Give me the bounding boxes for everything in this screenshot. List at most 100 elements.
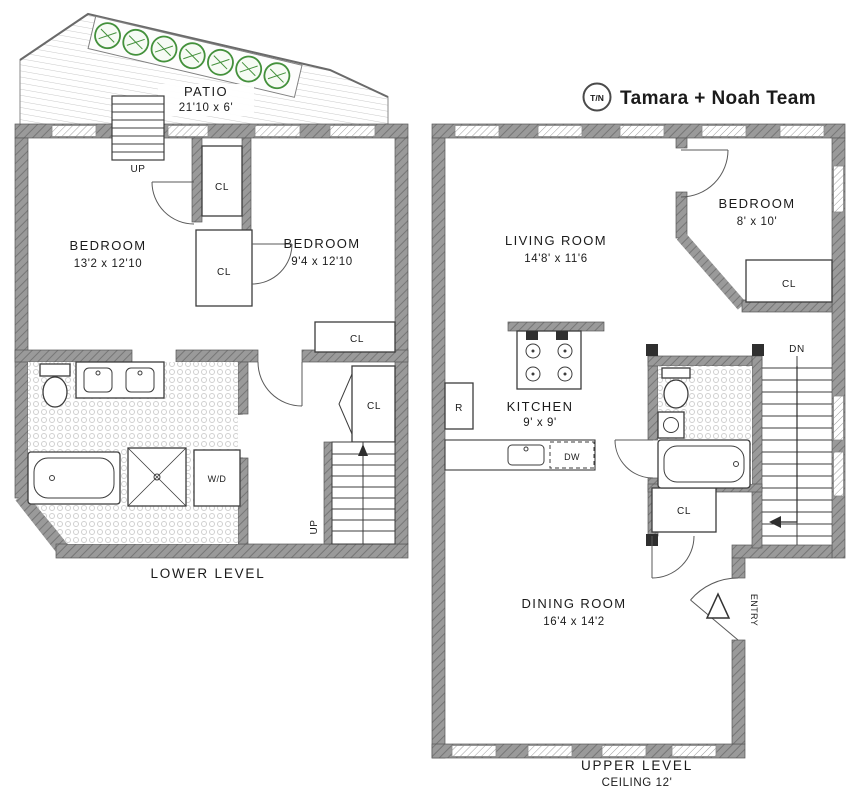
kitchen-counter: DW [444,439,596,471]
plant-icon [207,48,234,76]
lower-closets: CL CL CL CL [195,145,396,443]
washer-dryer-label: W/D [208,474,227,484]
kitchen-label: KITCHEN [507,399,574,414]
closet-label: CL [677,506,691,517]
living-room-dims: 14'8' x 11'6 [524,253,587,265]
window [779,125,825,137]
toilet-figure [39,363,71,408]
upper-doors [614,149,729,579]
stove-figure [516,330,582,390]
bifold-door [338,373,353,435]
logo-circle-icon [582,82,612,112]
lower-diagonal-wall [15,491,70,556]
window [167,125,209,137]
closet-label: CL [217,267,231,278]
plant-icon [178,42,206,70]
brand-logo: T/N Tamara + Noah Team [582,82,816,112]
dishwasher-label: DW [564,452,580,462]
refrigerator-label: R [455,403,463,414]
upper-bedroom-dims: 8' x 10' [737,216,778,228]
patio-stairs-label: UP [130,164,145,175]
patio-dims: 21'10 x 6' [179,102,234,114]
window [254,125,301,137]
lower-windows [51,125,376,137]
dishwasher-figure [549,441,595,469]
dining-room-label: DINING ROOM [522,596,627,611]
closet-box [351,365,396,443]
window [671,745,717,757]
patio-label-bg [158,84,254,116]
kitchen: R DW KITCHEN 9' x 9' [444,330,596,471]
plant-icon [150,35,178,63]
closet-box [314,321,396,353]
bedroom1-label: BEDROOM [70,238,147,253]
shower-figure [127,447,187,507]
bathtub-figure [657,439,751,489]
lower-walls [14,123,409,559]
living-room-label: LIVING ROOM [505,233,607,248]
entry-door [690,577,739,641]
window [329,125,376,137]
washer-dryer-figure: W/D [193,449,241,507]
refrigerator-figure: R [444,382,474,430]
bedroom1-dims: 13'2 x 12'10 [74,258,143,270]
lower-level-title: LOWER LEVEL [150,566,265,581]
stairs-arrow-icon [769,516,781,528]
lower-level-plan: PATIO 21'10 x 6' [14,12,409,581]
bathtub-figure [27,451,121,505]
closet-label: CL [782,279,796,290]
window [451,745,497,757]
logo-monogram: T/N [590,93,604,103]
door-arc [151,181,195,225]
closet-box [201,145,243,217]
door-arc [614,439,654,479]
window [537,125,583,137]
closet-box [195,229,253,307]
bedroom2-dims: 9'4 x 12'10 [291,256,353,268]
kitchen-dims: 9' x 9' [523,417,557,429]
closet-box [745,259,833,303]
stairs-upper: DN [762,344,832,545]
bedroom-diagonal-wall [676,232,747,310]
kitchen-sink-figure [507,444,545,466]
patio-label: PATIO [184,84,228,99]
window [527,745,573,757]
bedroom2-label: BEDROOM [284,236,361,251]
closet-label: CL [215,182,229,193]
stairs-dn-label: DN [789,344,805,355]
window [454,125,500,137]
closet-box [651,487,717,533]
upper-windows [451,125,844,757]
lower-bathroom: W/D [27,361,241,544]
plant-icon [94,22,121,50]
window [601,745,647,757]
window [619,125,665,137]
patio-planters [87,15,303,98]
entry: ENTRY [690,577,759,641]
entry-marker-icon [705,592,731,619]
upper-bedroom-label: BEDROOM [719,196,796,211]
plant-icon [122,28,150,56]
plant-icon [263,62,291,90]
ceiling-label: CEILING 12' [602,777,673,789]
window [833,165,844,213]
column [646,344,658,356]
stairs-arrow-icon [358,444,368,456]
toilet-figure [661,367,691,409]
upper-level-plan: CL CL R [431,123,846,789]
window [833,451,844,497]
upper-bathroom [657,366,752,489]
door-arc [651,535,695,579]
window [701,125,747,137]
column [752,344,764,356]
closet-label: CL [367,401,381,412]
stairs-up-label: UP [309,519,320,534]
closet-label: CL [350,334,364,345]
window [833,395,844,441]
dining-room-dims: 16'4 x 14'2 [543,616,605,628]
stairs-lower: UP [309,441,396,545]
window [51,125,97,137]
plant-icon [235,55,263,83]
